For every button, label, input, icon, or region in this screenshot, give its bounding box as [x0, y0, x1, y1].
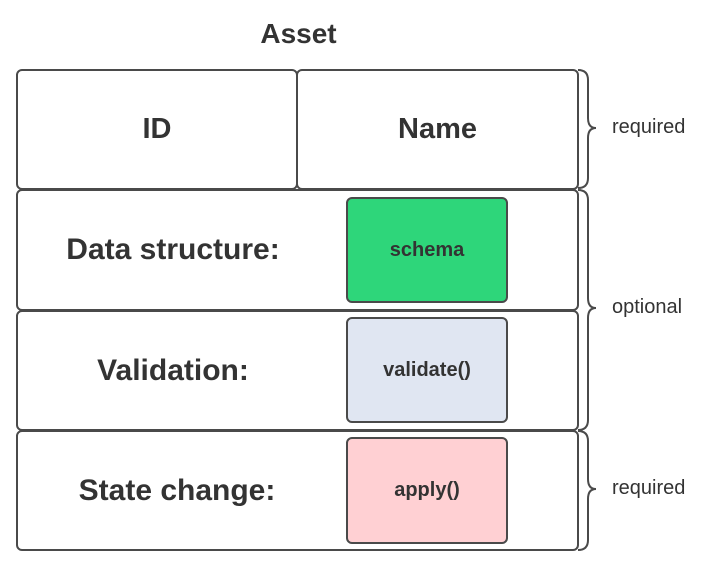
required-brace-bottom	[577, 430, 597, 551]
optional-brace	[577, 189, 597, 431]
id-label: ID	[142, 113, 172, 145]
id-cell	[16, 69, 298, 190]
required-label-top: required	[612, 116, 686, 138]
validation-label: Validation:	[97, 353, 249, 387]
data-structure-label: Data structure:	[66, 233, 280, 266]
name-cell	[296, 69, 579, 190]
validate-box: validate()	[346, 317, 508, 423]
apply-box: apply()	[346, 437, 508, 544]
diagram-title: Asset	[260, 18, 337, 49]
required-label-bottom: required	[612, 477, 686, 499]
state-change-label: State change:	[78, 473, 276, 507]
required-brace-top	[577, 69, 597, 189]
optional-label: optional	[612, 296, 683, 318]
schema-box: schema	[346, 197, 508, 303]
name-label: Name	[398, 113, 477, 145]
